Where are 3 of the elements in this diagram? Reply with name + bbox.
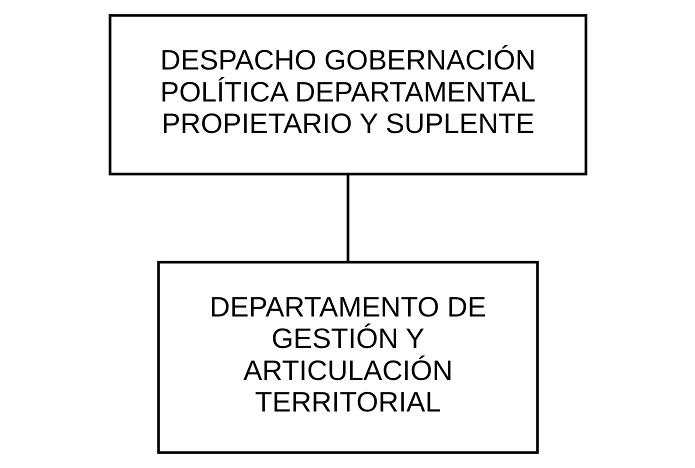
connector [346, 174, 349, 262]
node-box: DESPACHO GOBERNACIÓN POLÍTICA DEPARTAMENTAL PROPIETARIO Y SUPLENTE [108, 14, 587, 176]
node-box: DEPARTAMENTO DE GESTIÓN Y ARTICULACIÓN TERRITORIAL [156, 260, 538, 454]
